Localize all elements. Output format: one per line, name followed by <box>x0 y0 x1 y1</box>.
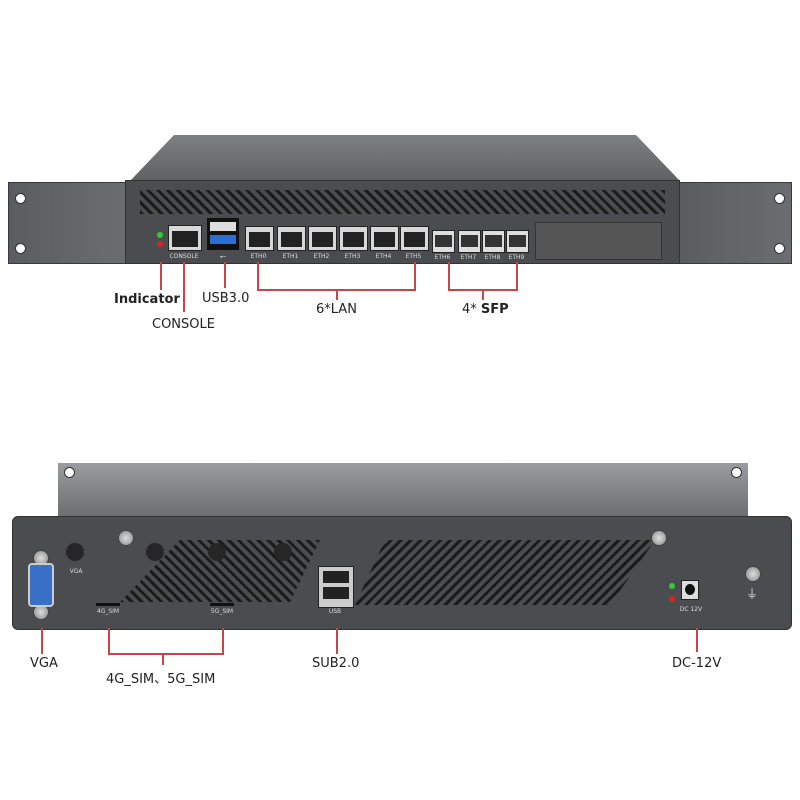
callout-sfp: 4* SFP <box>462 302 509 317</box>
ground-screw <box>745 566 761 582</box>
front-vent <box>140 190 665 214</box>
sfp-port <box>458 230 481 253</box>
lan-port-label: ETH4 <box>375 253 392 260</box>
callout-lan: 6*LAN <box>316 302 357 317</box>
sfp-port-label: ETH6 <box>434 254 451 261</box>
lan-port <box>370 226 399 251</box>
usb-icon: ⭠ <box>219 252 227 261</box>
console-port <box>168 225 202 251</box>
status-led <box>157 241 163 247</box>
callout-console: CONSOLE <box>152 317 215 332</box>
lan-port-label: ETH1 <box>282 253 299 260</box>
power-led <box>669 583 675 589</box>
screw <box>651 530 667 546</box>
lan-port <box>277 226 306 251</box>
console-port-label: CONSOLE <box>169 253 199 260</box>
callout-indicator: Indicator <box>114 292 180 307</box>
left-rack-ear <box>8 182 127 264</box>
ground-icon: ⏚ <box>745 587 758 601</box>
sfp-port <box>482 230 505 253</box>
status-led <box>669 596 675 602</box>
antenna-knob <box>274 543 292 561</box>
sim5g-label: 5G_SIM <box>210 608 234 615</box>
rear-vent-right <box>355 540 655 605</box>
lan-port <box>308 226 337 251</box>
sfp-port-label: ETH9 <box>508 254 525 261</box>
vga-port <box>28 563 54 607</box>
callout-usb2: SUB2.0 <box>312 656 360 671</box>
dc-label: DC 12V <box>679 606 703 613</box>
dc-jack <box>681 580 699 600</box>
lan-port <box>339 226 368 251</box>
screw <box>118 530 134 546</box>
sim4g-label: 4G_SIM <box>96 608 120 615</box>
lan-port-label: ETH2 <box>313 253 330 260</box>
antenna-knob <box>146 543 164 561</box>
callout-vga: VGA <box>30 656 58 671</box>
sfp-port-label: ETH8 <box>484 254 501 261</box>
lan-port <box>400 226 429 251</box>
sfp-port <box>506 230 529 253</box>
callout-usb3: USB3.0 <box>202 291 250 306</box>
vga-port-label: VGA <box>69 568 83 575</box>
sim-slot-5g <box>210 603 234 606</box>
callout-dc: DC-12V <box>672 656 722 671</box>
usb2-port <box>318 566 354 608</box>
sfp-port-label: ETH7 <box>460 254 477 261</box>
callout-sim: 4G_SIM、5G_SIM <box>106 672 216 687</box>
sfp-port <box>432 230 455 253</box>
power-led <box>157 232 163 238</box>
antenna-knob <box>208 543 226 561</box>
usb3-port <box>207 218 239 250</box>
right-rack-ear <box>678 182 792 264</box>
lan-port-label: ETH0 <box>250 253 267 260</box>
antenna-knob <box>66 543 84 561</box>
lan-port-label: ETH5 <box>405 253 422 260</box>
front-chassis-top <box>130 135 680 181</box>
lan-port-label: ETH3 <box>344 253 361 260</box>
lan-port <box>245 226 274 251</box>
rear-chassis-top <box>58 463 748 517</box>
blank-panel <box>535 222 662 260</box>
sim-slot-4g <box>96 603 120 606</box>
usb-label: USB <box>328 608 342 615</box>
